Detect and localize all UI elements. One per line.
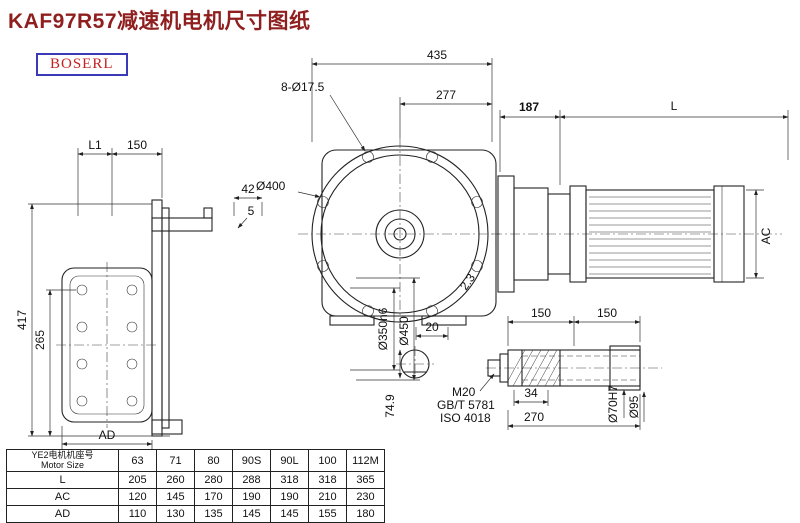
dim-flange-od: Ø450 [397, 316, 411, 346]
table-cell: 318 [308, 471, 347, 489]
dim-chamfer: 2.3 [457, 271, 478, 293]
table-col-71: 71 [156, 449, 195, 472]
label-thread: M20 [452, 385, 476, 399]
dim-od: Ø95 [627, 395, 641, 418]
technical-drawing: Ø400 2.3 435 8-Ø17.5 277 187 L [15, 48, 789, 450]
dim-motor-length: L [671, 99, 678, 113]
table-col-90s: 90S [232, 449, 271, 472]
dimensions-top: 435 8-Ø17.5 277 187 L [281, 48, 789, 185]
label-standard-iso: ISO 4018 [440, 411, 491, 425]
dim-187: 187 [519, 100, 539, 114]
motor-side-view: AC [492, 175, 782, 293]
table-cell: 180 [346, 505, 385, 523]
dimensions-left: L1 150 42 5 417 265 AD Ø350h6 [15, 138, 420, 450]
table-header-row: YE2电机机座号 Motor Size 63 71 80 90S 90L 100… [6, 449, 385, 472]
motor-size-table: YE2电机机座号 Motor Size 63 71 80 90S 90L 100… [6, 449, 385, 523]
table-header-motor-size: YE2电机机座号 Motor Size [6, 449, 119, 472]
table-cell: 120 [118, 488, 157, 506]
table-cell: 110 [118, 505, 157, 523]
table-cell: 170 [194, 488, 233, 506]
left-side-view [56, 199, 213, 437]
row-label-l: L [6, 471, 119, 489]
table-col-90l: 90L [270, 449, 309, 472]
table-cell: 190 [232, 488, 271, 506]
table-row-l: L 205 260 280 288 318 318 365 [6, 471, 385, 489]
dim-150-top: 150 [127, 138, 147, 152]
page-title: KAF97R57减速机电机尺寸图纸 [8, 10, 311, 33]
table-col-100: 100 [308, 449, 347, 472]
table-col-112m: 112M [346, 449, 385, 472]
table-col-63: 63 [118, 449, 157, 472]
dim-ad: AD [99, 428, 116, 442]
label-standard-gbt: GB/T 5781 [437, 398, 495, 412]
table-cell: 145 [156, 488, 195, 506]
hollow-shaft-detail: 150 150 M20 GB/T 5781 ISO 4018 34 270 Ø7… [437, 306, 662, 430]
dim-l1: L1 [88, 138, 102, 152]
table-cell: 230 [346, 488, 385, 506]
dim-bolt-holes: 8-Ø17.5 [281, 80, 325, 94]
table-cell: 190 [270, 488, 309, 506]
dim-150-b: 150 [597, 306, 617, 320]
dim-flange-spigot: Ø350h6 [376, 307, 390, 350]
dim-5: 5 [248, 204, 255, 218]
table-cell: 145 [232, 505, 271, 523]
table-cell: 365 [346, 471, 385, 489]
table-header-en: Motor Size [40, 459, 84, 470]
table-cell: 318 [270, 471, 309, 489]
dim-42: 42 [241, 182, 255, 196]
table-header-cn: YE2电机机座号 [31, 450, 94, 460]
table-cell: 280 [194, 471, 233, 489]
table-cell: 288 [232, 471, 271, 489]
dim-34: 34 [524, 386, 538, 400]
table-cell: 260 [156, 471, 195, 489]
table-col-80: 80 [194, 449, 233, 472]
dim-flange-diameter: Ø400 [256, 179, 286, 193]
dim-20: 20 [425, 320, 439, 334]
table-cell: 205 [118, 471, 157, 489]
front-view: Ø400 2.3 [256, 138, 500, 334]
output-shaft-end-view: 20 74.9 [383, 320, 449, 418]
dim-265: 265 [33, 330, 47, 350]
dim-ac: AC [759, 227, 773, 244]
row-label-ac: AC [6, 488, 119, 506]
brand-logo: BOSERL [36, 53, 128, 76]
table-cell: 210 [308, 488, 347, 506]
table-cell: 155 [308, 505, 347, 523]
dim-150-a: 150 [531, 306, 551, 320]
dim-277: 277 [436, 88, 456, 102]
table-row-ac: AC 120 145 170 190 190 210 230 [6, 488, 385, 506]
dim-270: 270 [524, 410, 544, 424]
dim-435: 435 [427, 48, 447, 62]
dim-shaft-flat: 74.9 [383, 394, 397, 418]
dim-bore: Ø70H7 [606, 385, 620, 423]
dim-417: 417 [15, 310, 29, 330]
